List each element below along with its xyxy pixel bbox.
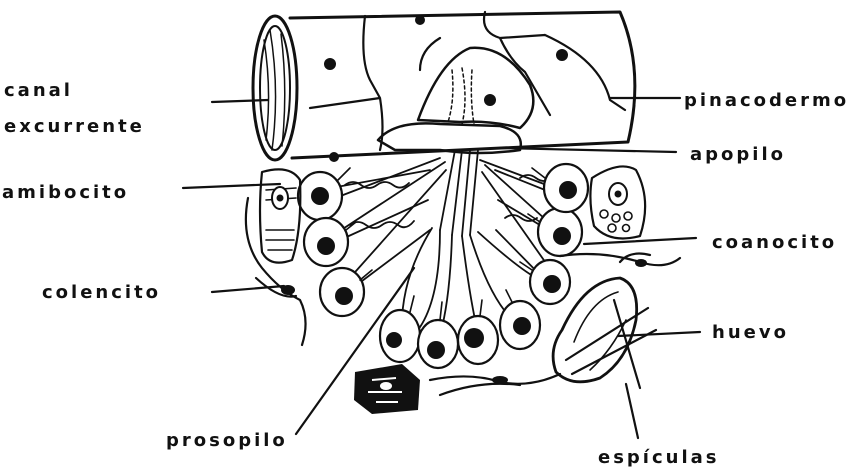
label-excurrente: excurrente [4,116,145,137]
leader-apopilo [500,148,676,152]
spicules [566,300,656,388]
leader-coanocito [584,238,696,244]
label-huevo: huevo [712,322,789,343]
apopyle [378,48,533,153]
excurrent-canal [253,12,635,162]
label-apopilo: apopilo [690,144,786,165]
label-pinacodermo: pinacodermo [684,90,849,111]
labels: canal excurrente pinacodermo apopilo ami… [2,80,849,468]
label-canal: canal [4,80,73,101]
granular-cell [590,166,645,238]
label-prosopilo: prosopilo [166,430,288,451]
leader-huevo [618,332,700,336]
label-colencito: colencito [42,282,161,303]
leader-espiculas [626,384,638,438]
prosopyle-block [354,364,420,414]
leader-amibocito [183,184,280,188]
label-espiculas: espículas [598,447,720,468]
label-amibocito: amibocito [2,182,129,203]
choanocytes [298,164,588,368]
label-coanocito: coanocito [712,232,837,253]
